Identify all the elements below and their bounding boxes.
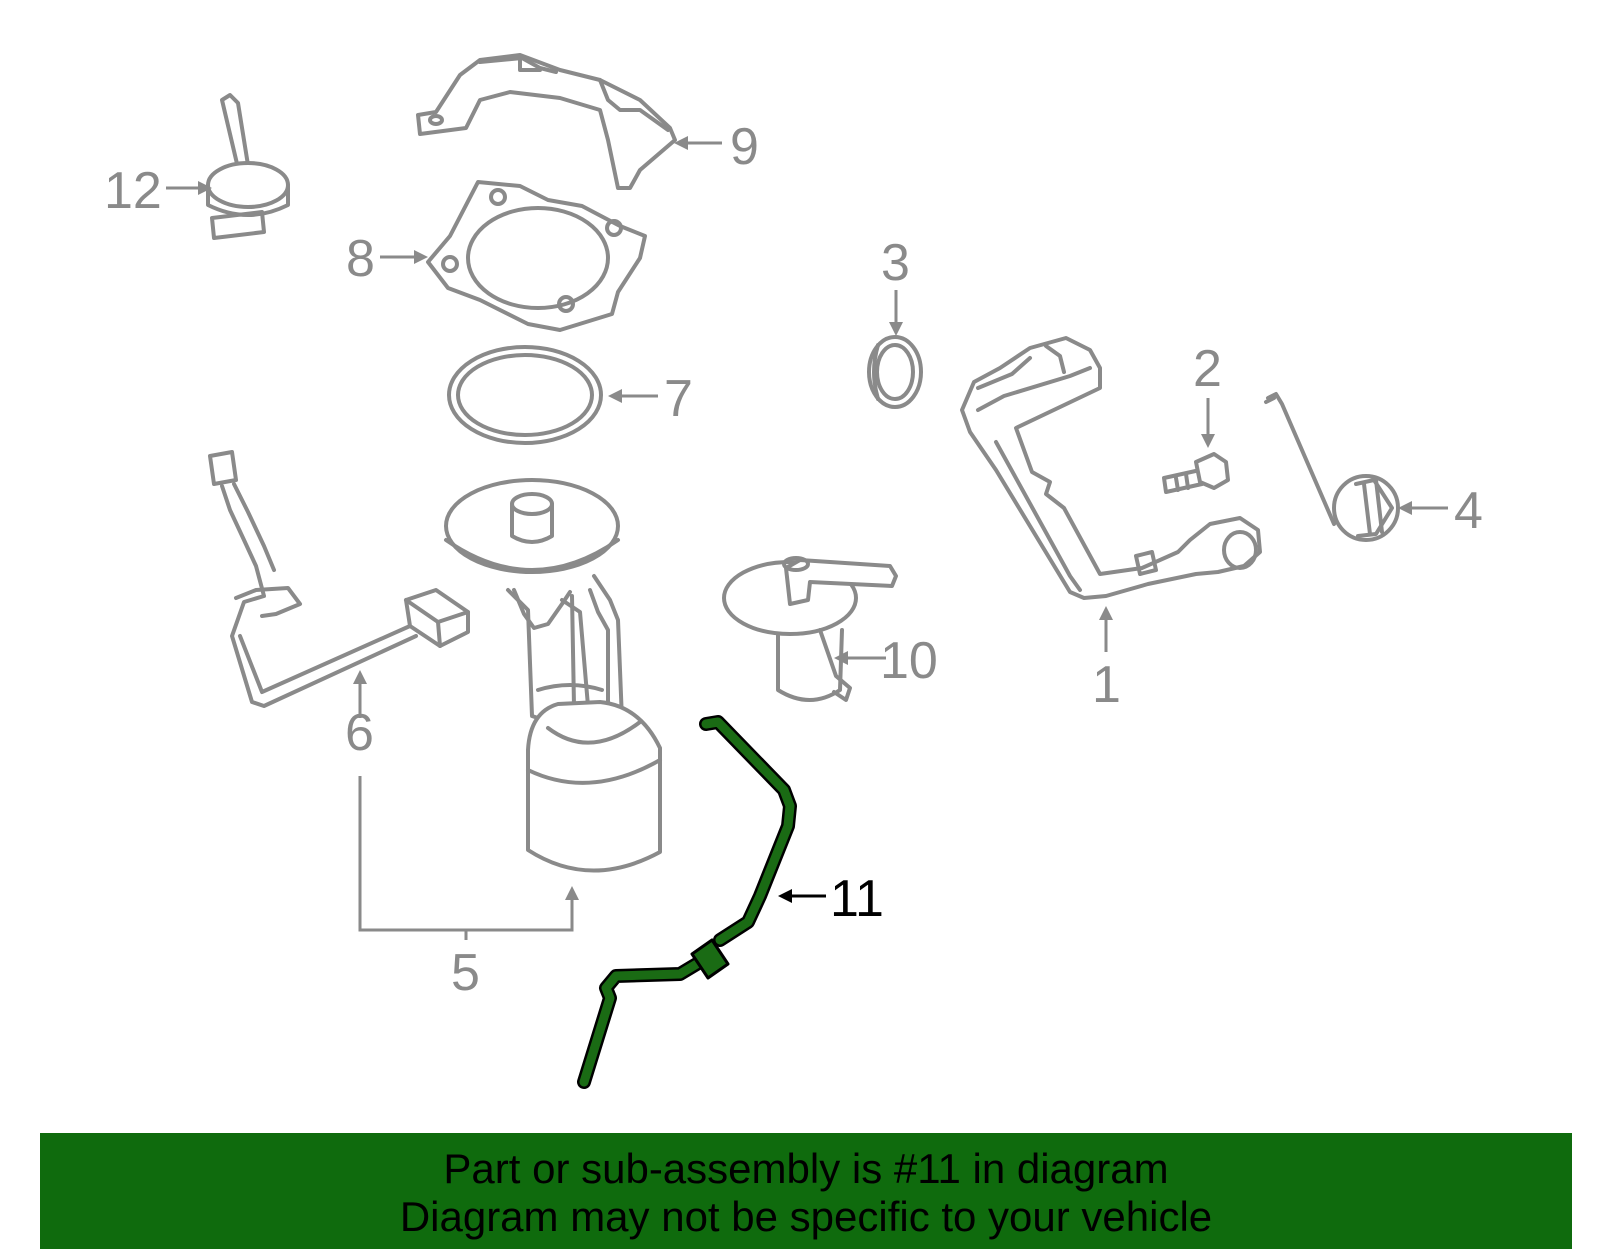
part-12-vent-valve[interactable] [206,93,290,240]
callout-3: 3 [881,234,910,292]
banner-part-note: Part or sub-assembly is #11 in diagram [443,1145,1169,1192]
part-10-check-valve[interactable] [722,556,898,702]
callout-11: 11 [830,870,884,928]
callout-1: 1 [1092,656,1121,714]
callout-2: 2 [1193,340,1222,398]
callout-7: 7 [664,370,693,428]
part-2-bolt[interactable] [1162,452,1230,494]
info-banner: Part or sub-assembly is #11 in diagram D… [40,1133,1572,1249]
callout-8: 8 [346,230,375,288]
banner-disclaimer: Diagram may not be specific to your vehi… [399,1193,1213,1240]
callout-labels: 12 9 8 7 3 2 4 1 10 6 5 11 [104,118,1483,1002]
part-5-fuel-pump-module[interactable] [444,478,662,873]
part-1-filler-pipe[interactable] [960,336,1262,600]
part-9-bracket[interactable] [416,53,677,190]
part-4-fuel-cap[interactable] [1264,392,1400,542]
callout-12: 12 [104,162,162,220]
callout-4: 4 [1454,482,1483,540]
part-6-wiring-harness[interactable] [208,450,470,708]
part-7-o-ring[interactable] [447,345,603,445]
part-8-lock-ring-plate[interactable] [426,180,647,332]
callout-9: 9 [730,118,759,176]
callout-6: 6 [345,704,374,762]
leader-lines [166,136,1448,940]
part-3-seal[interactable] [867,335,923,409]
callout-10: 10 [880,632,938,690]
part-11-fuel-line[interactable] [577,715,797,1089]
callout-5: 5 [451,944,480,1002]
